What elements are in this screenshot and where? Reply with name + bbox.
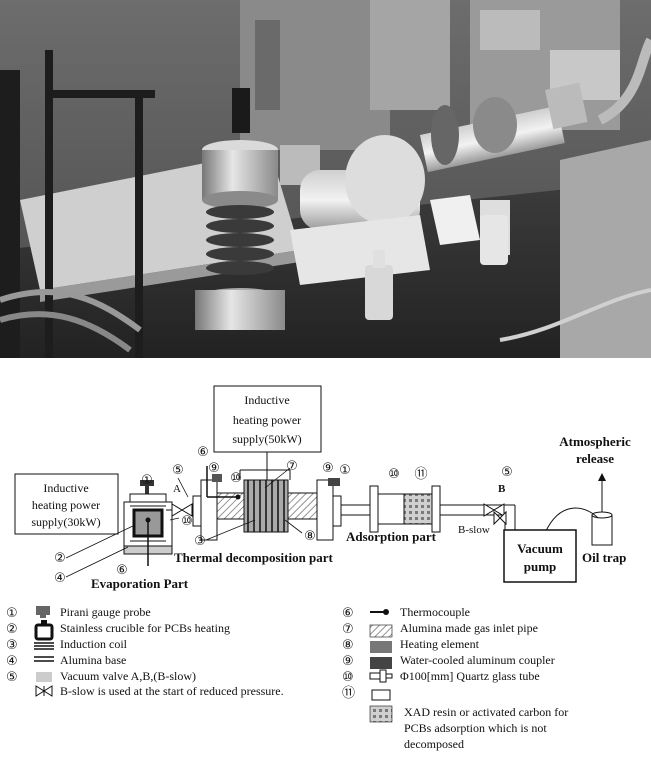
legend-right-text-10: Φ100[mm] Quartz glass tube xyxy=(400,669,540,683)
valve-b-label: B xyxy=(498,483,506,495)
evaporation-part-label: Evaporation Part xyxy=(91,576,189,591)
power-50-line1: Inductive xyxy=(244,393,289,407)
vacuum-pump-label-2: pump xyxy=(524,559,557,574)
legend-swatch-coupler xyxy=(370,657,392,669)
legend-left-text-6: B-slow is used at the start of reduced p… xyxy=(60,684,284,698)
legend-left-text-2: Stainless crucible for PCBs heating xyxy=(60,621,230,635)
legend-swatch-b-slow-valve xyxy=(36,686,52,696)
legend-swatch-coil xyxy=(34,643,54,649)
legend-left-text-1: Pirani gauge probe xyxy=(60,605,151,619)
marker-6-b: ⑥ xyxy=(197,445,209,460)
legend-right-num-9: ⑨ xyxy=(342,654,354,669)
legend-swatch-crucible xyxy=(36,625,52,639)
power-50-line3: supply(50kW) xyxy=(232,432,301,446)
legend-swatch-adsorbent xyxy=(370,706,392,722)
atmospheric-label-1: Atmospheric xyxy=(559,434,631,449)
marker-3: ③ xyxy=(194,534,206,549)
legend-right-text-7: Alumina made gas inlet pipe xyxy=(400,621,538,635)
legend-left-num-3: ③ xyxy=(6,638,18,653)
legend-right-num-8: ⑧ xyxy=(342,638,354,653)
marker-8: ⑧ xyxy=(304,529,316,544)
legend-right-text-xad-1: XAD resin or activated carbon for xyxy=(404,705,568,719)
legend-right-text-8: Heating element xyxy=(400,637,480,651)
marker-2: ② xyxy=(54,551,66,566)
legend-right-num-11: ⑪ xyxy=(342,686,355,701)
adsorption-unit xyxy=(370,486,440,532)
vacuum-pump-label-1: Vacuum xyxy=(517,541,563,556)
legend-left-text-3: Induction coil xyxy=(60,637,128,651)
b-slow-label: B-slow xyxy=(458,524,490,536)
legend-swatch-tube-11 xyxy=(372,690,390,700)
legend-swatch-valve xyxy=(36,672,52,682)
oil-trap-label: Oil trap xyxy=(582,550,626,565)
evaporation-unit xyxy=(124,480,172,566)
atmospheric-label-2: release xyxy=(576,451,614,466)
marker-10-a: ⑩ xyxy=(181,514,193,529)
legend-right-num-6: ⑥ xyxy=(342,606,354,621)
valve-a-label: A xyxy=(173,483,181,495)
apparatus-diagram: Inductive heating power supply(50kW) Ind… xyxy=(0,358,651,765)
marker-10-c: ⑩ xyxy=(388,467,400,482)
legend-left-text-5: Vacuum valve A,B,(B-slow) xyxy=(60,669,196,683)
marker-9-a: ⑨ xyxy=(208,461,220,476)
legend-swatch-inlet-pipe xyxy=(370,625,392,637)
legend-right-text-xad-3: decomposed xyxy=(404,737,464,751)
legend-left-num-1: ① xyxy=(6,606,18,621)
legend-swatch-thermocouple xyxy=(370,609,389,615)
legend-left-text-4: Alumina base xyxy=(60,653,126,667)
legend-left-num-5: ⑤ xyxy=(6,670,18,685)
power-supply-30kw-box: Inductive heating power supply(30kW) xyxy=(15,474,118,534)
marker-10-b: ⑩ xyxy=(230,471,242,486)
power-50-line2: heating power xyxy=(233,413,301,427)
power-30-line3: supply(30kW) xyxy=(31,515,100,529)
marker-5-a: ⑤ xyxy=(172,463,184,478)
thermal-part-label: Thermal decomposition part xyxy=(174,550,334,565)
marker-9-b: ⑨ xyxy=(322,461,334,476)
legend-right-text-xad-2: PCBs adsorption which is not xyxy=(404,721,547,735)
marker-1-a: ① xyxy=(141,473,153,488)
legend-swatch-base xyxy=(34,657,54,661)
marker-11: ⑪ xyxy=(414,467,427,482)
marker-4: ④ xyxy=(54,571,66,586)
legend-right-num-7: ⑦ xyxy=(342,622,354,637)
legend-right-text-6: Thermocouple xyxy=(400,605,470,619)
marker-5-b: ⑤ xyxy=(501,465,513,480)
legend-right-text-9: Water-cooled aluminum coupler xyxy=(400,653,555,667)
vacuum-pump-box: Vacuum pump xyxy=(504,530,576,582)
legend-right: ⑥ Thermocouple ⑦ Alumina made gas inlet … xyxy=(342,605,568,751)
marker-7: ⑦ xyxy=(286,459,298,474)
legend-right-num-10: ⑩ xyxy=(342,670,354,685)
power-30-line2: heating power xyxy=(32,498,100,512)
legend-swatch-heating-element xyxy=(370,641,392,653)
legend-swatch-quartz-tube xyxy=(370,670,392,682)
marker-1-b: ① xyxy=(339,463,351,478)
legend-left-num-4: ④ xyxy=(6,654,18,669)
power-supply-50kw-box: Inductive heating power supply(50kW) xyxy=(214,386,321,452)
legend-left: ① Pirani gauge probe ② Stainless crucibl… xyxy=(6,605,284,698)
apparatus-photo xyxy=(0,0,651,358)
marker-6-a: ⑥ xyxy=(116,563,128,578)
legend-left-num-2: ② xyxy=(6,622,18,637)
power-30-line1: Inductive xyxy=(43,481,88,495)
adsorption-part-label: Adsorption part xyxy=(346,529,437,544)
legend-swatch-pirani xyxy=(36,606,50,615)
